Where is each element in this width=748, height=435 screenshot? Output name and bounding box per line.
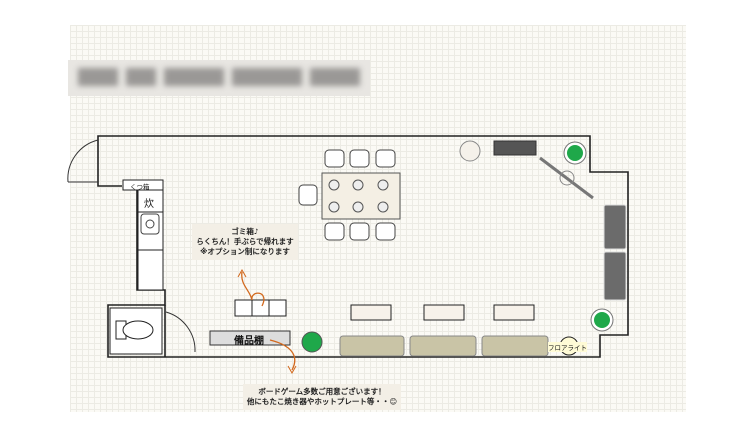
arrow-icon	[269, 339, 296, 371]
plant-icon	[567, 145, 583, 161]
note-line: 他にもたこ焼き器やホットプレート等・・😊	[246, 397, 398, 406]
storage-label: 備品棚	[234, 336, 264, 347]
round-table	[459, 140, 481, 162]
storage-shelf	[209, 330, 291, 346]
note-line: ゴミ箱♪	[231, 227, 259, 236]
floor-light-label: フロアライト	[548, 342, 587, 352]
dark-sofas	[603, 204, 627, 301]
chairs	[298, 149, 396, 241]
plant-icon	[594, 312, 610, 328]
toilet-door	[165, 311, 196, 353]
plant-icon	[301, 331, 323, 353]
note-line: らくちん！手ぶらで帰れます	[196, 237, 294, 246]
counter	[137, 249, 164, 291]
low-tables	[350, 304, 535, 321]
arrow-icon	[241, 271, 265, 307]
note-line: ※オプション制になります	[200, 247, 290, 256]
blurred-title	[68, 60, 370, 96]
place-settings	[328, 179, 389, 213]
ceiling-fan	[559, 170, 575, 186]
note-line: ボードゲーム多数ご用意ございます！	[258, 387, 386, 396]
shoe-box-label: くつ箱	[130, 183, 150, 191]
trash-note: ゴミ箱♪ らくちん！手ぶらで帰れます ※オプション制になります	[192, 224, 298, 260]
entrance-door	[67, 139, 99, 183]
sofas	[339, 335, 549, 357]
tv	[493, 140, 537, 156]
trash-bins	[234, 299, 287, 317]
walls	[97, 135, 629, 358]
rice-label: 炊	[144, 199, 154, 210]
toilet	[122, 320, 154, 340]
games-note: ボードゲーム多数ご用意ございます！ 他にもたこ焼き器やホットプレート等・・😊	[243, 384, 401, 410]
